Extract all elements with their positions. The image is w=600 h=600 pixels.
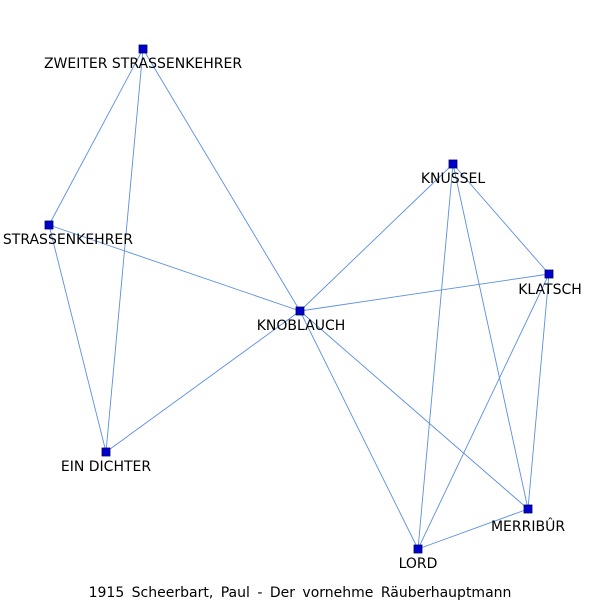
edge-knoblauch-lord (299, 310, 419, 550)
edge-strassenkehrer-dichter (48, 224, 107, 453)
edge-dichter-knoblauch (105, 310, 301, 453)
node-label-knoblauch: KNOBLAUCH (257, 318, 346, 334)
node-marker-knussel (448, 159, 458, 169)
edge-klatsch-lord (417, 273, 550, 550)
edge-knussel-merribur (452, 163, 529, 510)
node-marker-knoblauch (295, 306, 305, 316)
edge-zweiter-strassenkehrer (48, 48, 144, 226)
edge-lord-merribur (417, 508, 529, 550)
edge-strassenkehrer-knoblauch (48, 224, 301, 312)
edge-knoblauch-merribur (299, 310, 529, 510)
node-label-zweiter: ZWEITER STRASSENKEHRER (44, 56, 242, 72)
node-label-knussel: KNUSSEL (421, 171, 486, 187)
edge-knoblauch-knussel (299, 163, 454, 312)
graph-caption: 1915 Scheerbart, Paul - Der vornehme Räu… (89, 585, 512, 600)
edge-knussel-lord (417, 163, 454, 550)
node-label-dichter: EIN DICHTER (61, 459, 152, 475)
node-label-strassenkehrer: STRASSENKEHRER (3, 232, 133, 248)
node-marker-zweiter (138, 44, 148, 54)
node-marker-dichter (101, 447, 111, 457)
node-marker-merribur (523, 504, 533, 514)
node-label-merribur: MERRIBÛR (491, 517, 565, 535)
node-label-klatsch: KLATSCH (518, 282, 582, 298)
node-marker-klatsch (544, 269, 554, 279)
edge-knoblauch-klatsch (299, 273, 550, 312)
edge-zweiter-knoblauch (142, 48, 301, 312)
edge-klatsch-merribur (527, 273, 550, 510)
node-marker-strassenkehrer (44, 220, 54, 230)
node-marker-lord (413, 544, 423, 554)
edge-knussel-klatsch (452, 163, 550, 275)
edges-layer (48, 48, 550, 550)
node-label-lord: LORD (399, 556, 438, 572)
nodes-layer: ZWEITER STRASSENKEHRER STRASSENKEHRER EIN … (3, 44, 582, 572)
